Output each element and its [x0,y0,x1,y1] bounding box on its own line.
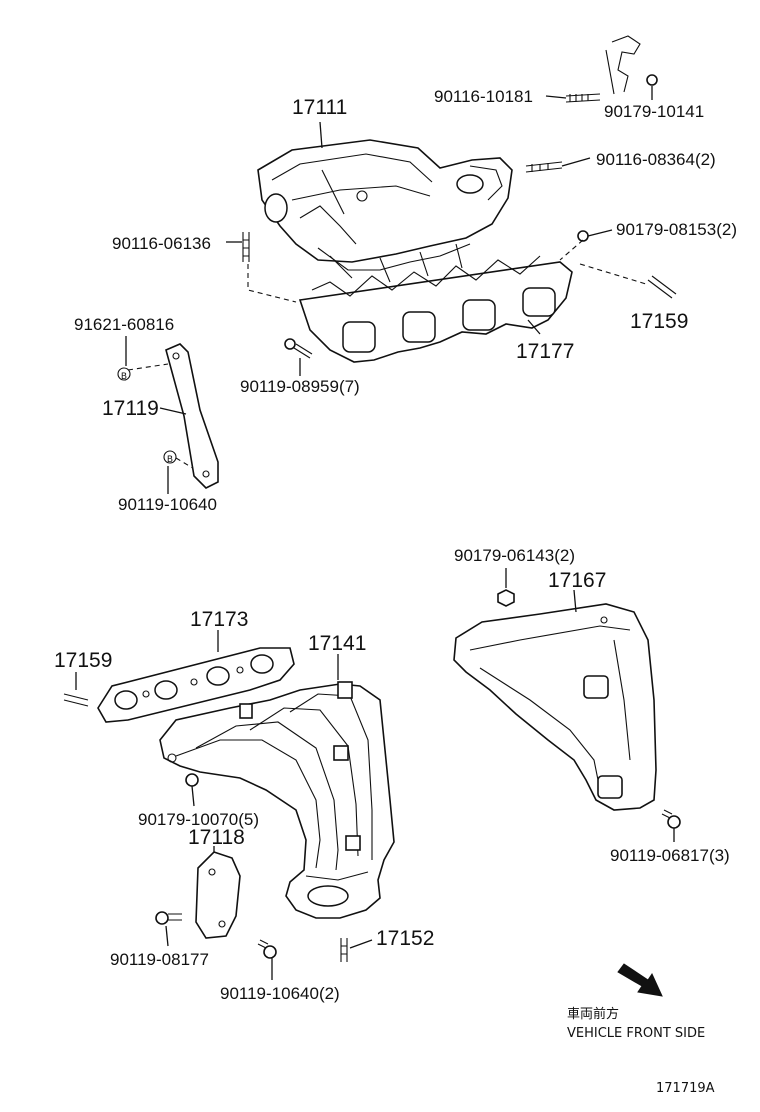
part-number-17119: 17119 [102,397,159,420]
exhaust-manifold-17141 [159,681,395,919]
part-number-90179-06143: 90179-06143(2) [454,546,575,565]
nut-90179-08153 [577,230,589,242]
intake-gasket-17177 [298,255,573,363]
direction-note-english: VEHICLE FRONT SIDE [567,1026,705,1041]
nut-90179-10141 [646,74,658,86]
bolt-90119-08177 [155,911,182,925]
part-number-90119-06817: 90119-06817(3) [610,846,730,865]
stud-17159-top [647,275,677,299]
part-number-90116-06136: 90116-06136 [112,234,211,253]
bolt-marker-91621: B [117,367,131,382]
bolt-marker-90119-10640: B [163,450,177,465]
vehicle-front-arrow-icon [617,963,663,997]
direction-note-japanese: 車両前方 [567,1006,619,1022]
bolt-90119-10640-2 [257,939,277,959]
part-number-90119-10640-2: 90119-10640(2) [220,984,340,1003]
part-number-90119-10640: 90119-10640 [118,495,217,514]
nut-90179-10070 [185,773,199,787]
part-number-90179-10141: 90179-10141 [604,102,704,121]
part-number-90179-10070: 90179-10070(5) [138,810,259,829]
bracket-wire [605,35,641,95]
part-number-91621-60816: 91621-60816 [74,315,174,334]
part-number-90116-10181: 90116-10181 [434,87,533,106]
part-number-17173: 17173 [190,608,248,631]
part-number-17167: 17167 [548,569,606,592]
figure-code: 171719A [656,1081,715,1096]
bolt-90119-08959 [284,338,313,359]
stud-90116-10181 [565,93,601,103]
exhaust-gasket-17173 [97,647,295,723]
b-symbol: B [167,455,173,465]
part-number-90116-08364: 90116-08364(2) [596,150,716,169]
part-number-17177: 17177 [516,340,574,363]
nut-90179-06143 [497,589,515,607]
part-number-17141: 17141 [308,632,366,655]
b-symbol: B [121,372,127,382]
part-number-90179-08153: 90179-08153(2) [616,220,737,239]
part-number-90119-08959: 90119-08959(7) [240,377,360,396]
stay-17118 [195,851,241,939]
stay-17119 [165,343,219,489]
part-number-17111: 17111 [292,96,347,119]
stud-17152 [340,938,348,962]
heat-insulator-17167 [453,603,657,811]
bolt-90119-06817 [661,809,681,829]
part-number-17159-bottom: 17159 [54,649,112,672]
part-number-17118: 17118 [188,826,245,849]
stud-90116-06136 [242,232,250,262]
stud-90116-08364 [525,161,563,173]
part-number-17152: 17152 [376,927,434,950]
part-number-17159-top: 17159 [630,310,688,333]
intake-manifold-17111 [257,139,513,283]
stud-17159-bottom [63,693,89,707]
part-number-90119-08177: 90119-08177 [110,950,209,969]
